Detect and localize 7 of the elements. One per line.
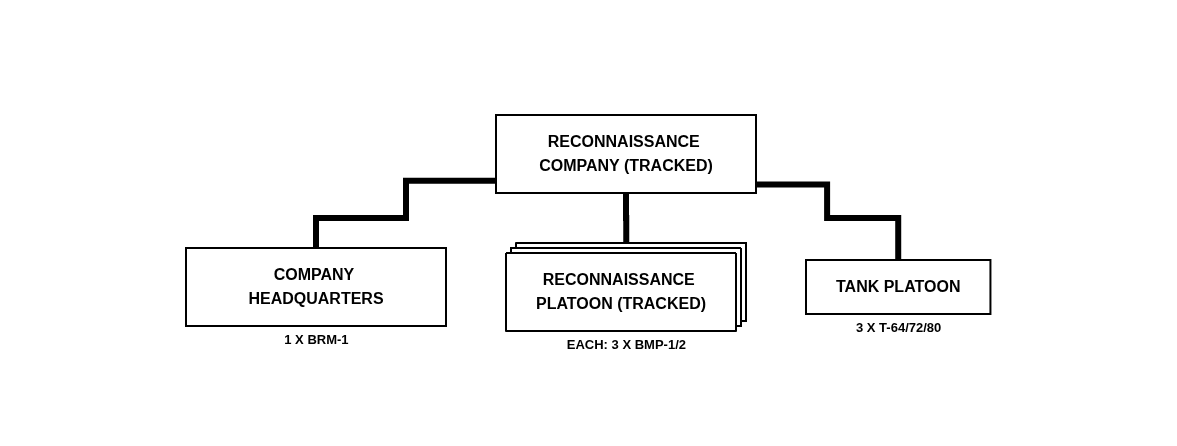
node-box: RECONNAISSANCE COMPANY (TRACKED): [495, 114, 758, 194]
node-box: COMPANY HEADQUARTERS: [185, 247, 448, 327]
node-box: TANK PLATOON: [805, 259, 992, 315]
vehicle-note: EACH: 3 X BMP-1/2: [566, 337, 686, 352]
vehicle-note: 1 X BRM-1: [284, 332, 349, 347]
node-text: RECONNAISSANCE PLATOON (TRACKED): [536, 271, 707, 312]
vehicle-note: 3 X T-64/72/80: [856, 320, 942, 335]
